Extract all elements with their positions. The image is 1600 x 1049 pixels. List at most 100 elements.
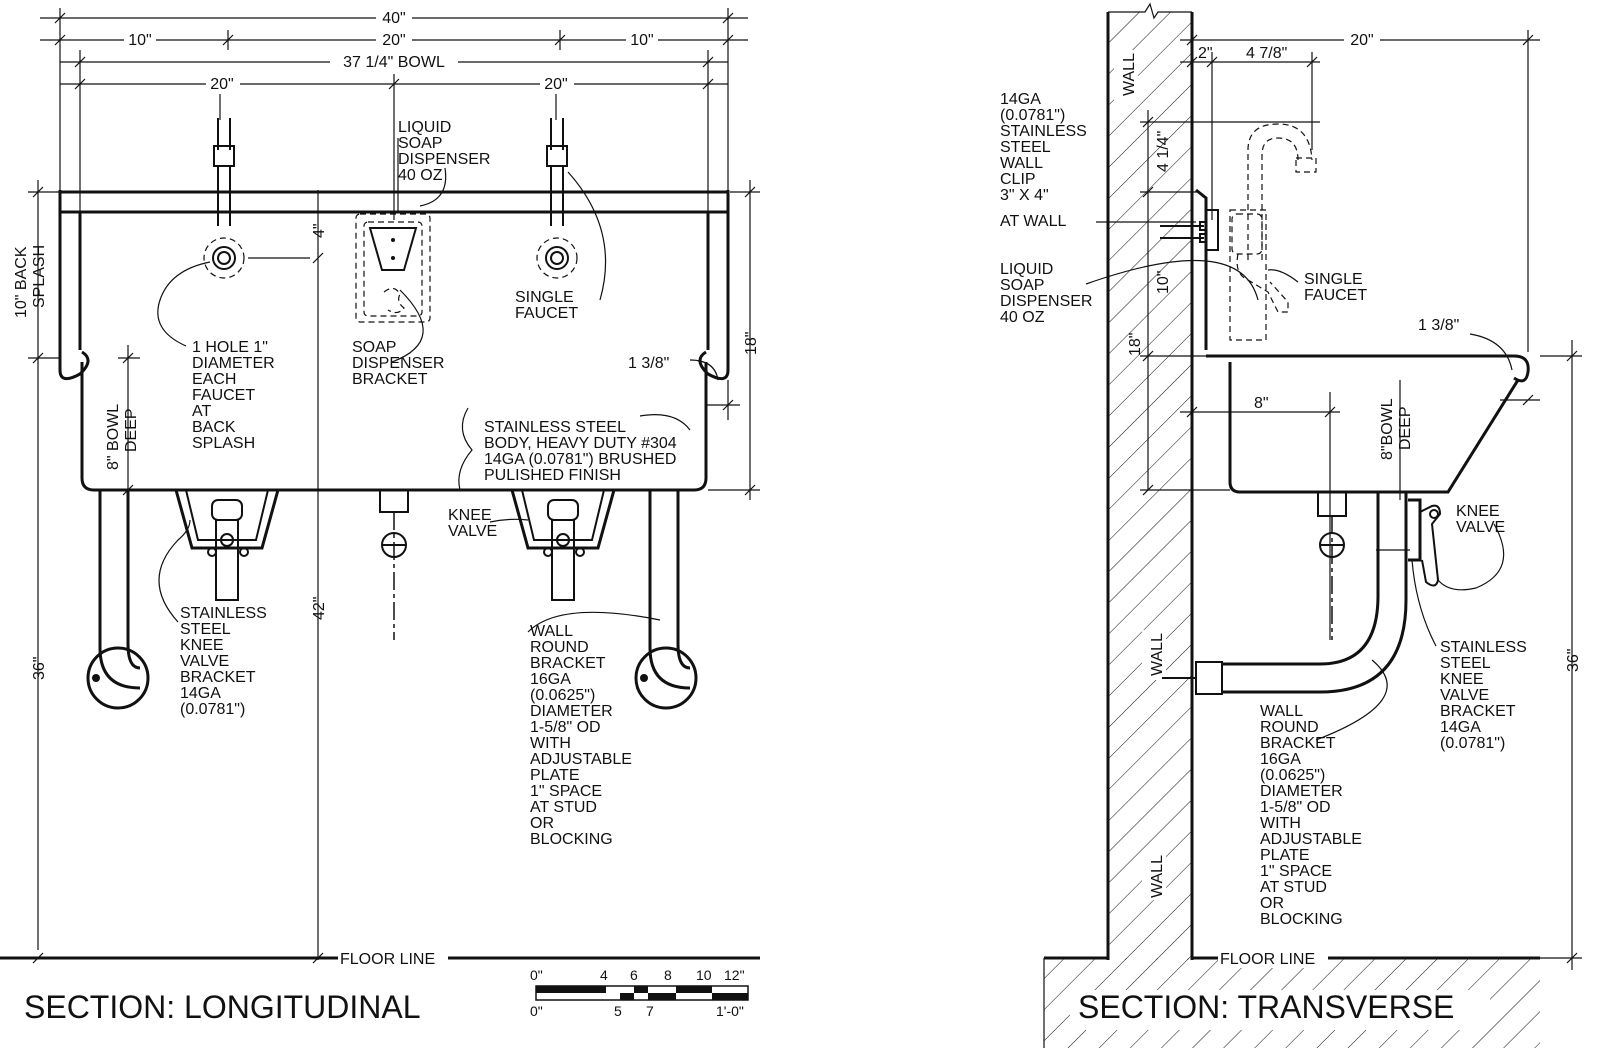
dim-back-splash-line2: SPLASH (31, 245, 48, 308)
faucet-risers (213, 118, 568, 226)
svg-text:KNEE: KNEE (1456, 503, 1500, 520)
svg-text:4: 4 (600, 967, 608, 983)
drain-centerline (379, 489, 409, 640)
label-single-faucet-transverse: SINGLE FAUCET (1304, 271, 1367, 304)
svg-text:KNEE: KNEE (180, 637, 224, 654)
svg-text:STAINLESS STEEL: STAINLESS STEEL (484, 419, 626, 436)
svg-text:BODY, HEAVY DUTY #304: BODY, HEAVY DUTY #304 (484, 435, 677, 452)
label-knee-bracket: STAINLESS STEEL KNEE VALVE BRACKET 14GA … (180, 605, 267, 718)
svg-text:40 OZ: 40 OZ (1000, 309, 1045, 326)
svg-text:DIAMETER: DIAMETER (192, 355, 275, 372)
svg-text:14GA (0.0781") BRUSHED: 14GA (0.0781") BRUSHED (484, 451, 676, 468)
dim-forty-two: 42" (311, 597, 328, 620)
floor-line-longitudinal: FLOOR LINE (340, 951, 435, 968)
dim-transverse-two: 2" (1198, 45, 1213, 62)
svg-text:8: 8 (664, 967, 672, 983)
svg-text:0": 0" (530, 967, 543, 983)
svg-text:EACH: EACH (192, 371, 236, 388)
svg-text:FAUCET: FAUCET (515, 305, 578, 322)
label-wall-bottom: WALL (1149, 855, 1166, 898)
svg-text:1" SPACE: 1" SPACE (530, 783, 602, 800)
dim-one-three-eighth: 1 3/8" (628, 355, 669, 372)
support-legs (86, 490, 698, 710)
svg-text:(0.0625"): (0.0625") (1260, 767, 1325, 784)
svg-text:STEEL: STEEL (180, 621, 231, 638)
label-soap-dispenser-transverse: LIQUID SOAP DISPENSER 40 OZ (1000, 261, 1092, 326)
svg-text:BLOCKING: BLOCKING (1260, 911, 1343, 928)
svg-text:KNEE: KNEE (448, 507, 492, 524)
dim-bowl-deep-line2: DEEP (123, 408, 140, 452)
label-knee-valve-transverse: KNEE VALVE (1456, 503, 1505, 536)
svg-text:10: 10 (696, 967, 712, 983)
svg-text:WALL: WALL (530, 623, 573, 640)
svg-text:WITH: WITH (530, 735, 571, 752)
svg-text:STAINLESS: STAINLESS (1000, 123, 1087, 140)
svg-text:DIAMETER: DIAMETER (530, 703, 613, 720)
svg-text:STAINLESS: STAINLESS (180, 605, 267, 622)
svg-text:WITH: WITH (1260, 815, 1301, 832)
label-wall-bracket-longitudinal: WALL ROUND BRACKET 16GA (0.0625") DIAMET… (530, 623, 632, 848)
label-wall-top: WALL (1121, 53, 1138, 96)
floor-line-transverse: FLOOR LINE (1220, 951, 1315, 968)
leader-lines-longitudinal (157, 138, 691, 633)
svg-text:5: 5 (614, 1003, 622, 1019)
wall-clip (1160, 188, 1219, 350)
dim-bowl-37: 37 1/4" BOWL (343, 54, 445, 71)
svg-text:ADJUSTABLE: ADJUSTABLE (1260, 831, 1362, 848)
svg-text:14GA: 14GA (1440, 719, 1481, 736)
dim-transverse-ten: 10" (1155, 271, 1172, 294)
dim-transverse-eighteen: 18" (1127, 333, 1144, 356)
svg-text:BRACKET: BRACKET (180, 669, 256, 686)
dim-right-20: 20" (544, 76, 567, 93)
dim-transverse-twenty: 20" (1350, 32, 1373, 49)
svg-text:DISPENSER: DISPENSER (352, 355, 444, 372)
svg-text:OR: OR (530, 815, 554, 832)
svg-text:14GA: 14GA (1000, 91, 1041, 108)
dim-left-20: 20" (210, 76, 233, 93)
title-transverse: SECTION: TRANSVERSE (1078, 989, 1454, 1025)
svg-text:ADJUSTABLE: ADJUSTABLE (530, 751, 632, 768)
longitudinal-section: 40" 10" 20" 10" 37 1/4" BOWL 20" 20" (0, 8, 760, 1025)
faucet-holes (203, 237, 578, 279)
svg-text:(0.0781"): (0.0781") (1440, 735, 1505, 752)
svg-text:ROUND: ROUND (530, 639, 589, 656)
svg-text:WALL: WALL (1000, 155, 1043, 172)
svg-text:PLATE: PLATE (1260, 847, 1310, 864)
svg-text:40 OZ: 40 OZ (398, 167, 443, 184)
svg-text:DIAMETER: DIAMETER (1260, 783, 1343, 800)
svg-text:1" SPACE: 1" SPACE (1260, 863, 1332, 880)
soap-dispenser (355, 213, 431, 323)
svg-text:STEEL: STEEL (1440, 655, 1491, 672)
svg-text:1 HOLE 1": 1 HOLE 1" (192, 339, 268, 356)
label-knee-valve: KNEE VALVE (448, 507, 497, 540)
svg-text:AT WALL: AT WALL (1000, 213, 1066, 230)
svg-text:OR: OR (1260, 895, 1284, 912)
dim-center-20: 20" (382, 32, 405, 49)
label-soap-bracket: SOAP DISPENSER BRACKET (352, 339, 444, 388)
svg-text:BLOCKING: BLOCKING (530, 831, 613, 848)
svg-text:1-5/8" OD: 1-5/8" OD (1260, 799, 1331, 816)
dim-back-splash-line1: 10" BACK (13, 246, 30, 318)
svg-text:DISPENSER: DISPENSER (398, 151, 490, 168)
leader-lines-transverse (1085, 221, 1505, 741)
dim-overall-40: 40" (382, 10, 405, 27)
transverse-leg-bracket (1162, 492, 1442, 695)
transverse-section: WALL WALL WALL 20" 2" 4 7/8" (1000, 2, 1582, 1048)
svg-text:(0.0781"): (0.0781") (1000, 107, 1065, 124)
svg-text:LIQUID: LIQUID (1000, 261, 1053, 278)
dim-right-10: 10" (630, 32, 653, 49)
svg-text:12": 12" (724, 967, 745, 983)
svg-text:SINGLE: SINGLE (515, 289, 574, 306)
label-body: STAINLESS STEEL BODY, HEAVY DUTY #304 14… (484, 419, 677, 484)
svg-text:SOAP: SOAP (1000, 277, 1044, 294)
label-knee-bracket-transverse: STAINLESS STEEL KNEE VALVE BRACKET 14GA … (1440, 639, 1527, 752)
svg-text:LIQUID: LIQUID (398, 119, 451, 136)
svg-text:AT STUD: AT STUD (530, 799, 597, 816)
label-single-faucet: SINGLE FAUCET (515, 289, 578, 322)
dim-transverse-four-seven-eighths: 4 7/8" (1246, 45, 1287, 62)
svg-text:(0.0781"): (0.0781") (180, 701, 245, 718)
label-wall-bracket-transverse: WALL ROUND BRACKET 16GA (0.0625") DIAMET… (1260, 703, 1362, 928)
title-longitudinal: SECTION: LONGITUDINAL (24, 989, 421, 1025)
svg-text:DISPENSER: DISPENSER (1000, 293, 1092, 310)
